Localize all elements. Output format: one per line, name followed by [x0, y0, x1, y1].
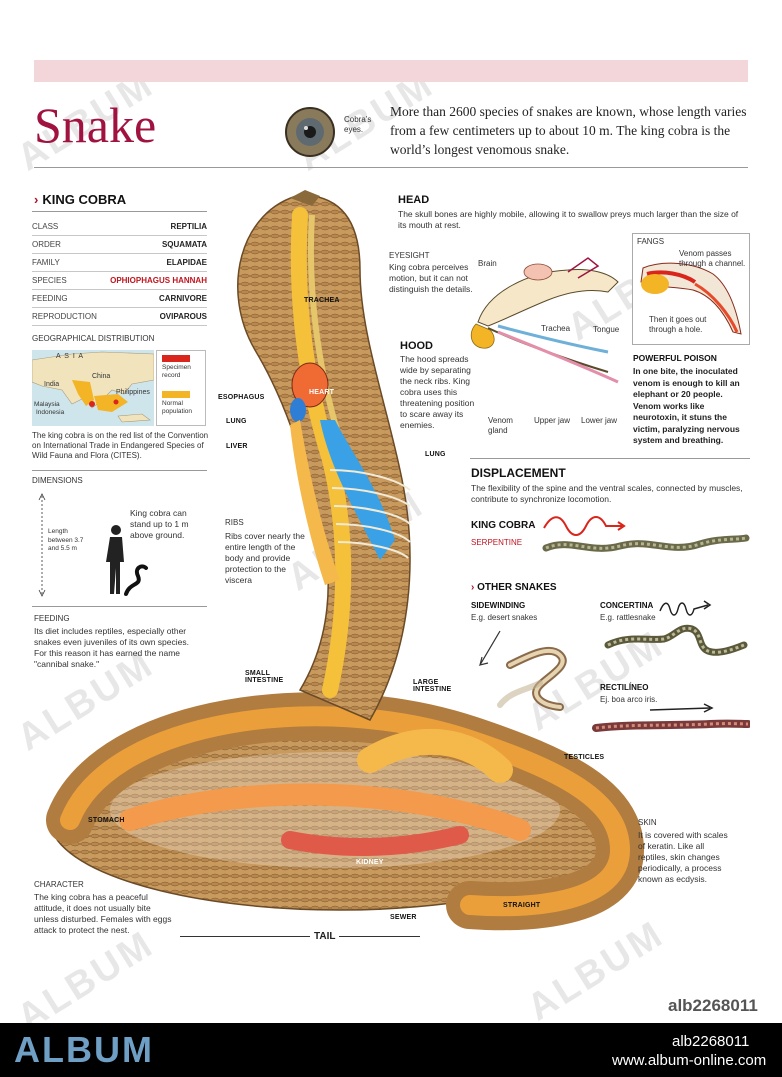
fangs-heading: FANGS [637, 237, 665, 246]
length-label: Length between 3.7 and 5.5 m [48, 528, 84, 552]
legend-specimen: Specimen record [162, 364, 191, 379]
legend-normal: Normal population [162, 400, 192, 415]
king-cobra-heading: ›KING COBRA [34, 192, 127, 207]
divider [470, 458, 750, 459]
legend-swatch-normal [162, 391, 190, 398]
label-heart: HEART [309, 389, 335, 396]
label-esophagus: ESOPHAGUS [218, 394, 265, 401]
intro-text: More than 2600 species of snakes are kno… [390, 104, 747, 157]
distribution-map [32, 350, 154, 426]
cites-note: The king cobra is on the red list of the… [32, 431, 209, 460]
map-label-malaysia: Malaysia [34, 401, 60, 408]
head-heading: HEAD [398, 194, 430, 206]
label-lung-right: LUNG [425, 451, 446, 458]
dimensions-figure [38, 493, 148, 597]
rectilineo-example: Ej. boa arco iris. [600, 695, 658, 704]
skull-diagram [470, 257, 619, 384]
map-legend [156, 350, 206, 426]
poison-text: In one bite, the inoculated venom is eno… [633, 366, 740, 445]
character-text: The king cobra has a peaceful attitude, … [34, 892, 172, 935]
skull-label-tongue: Tongue [593, 325, 620, 334]
eye-caption: Cobra’s eyes. [344, 115, 372, 134]
label-liver: LIVER [226, 443, 248, 450]
displacement-text: The flexibility of the spine and the ven… [471, 483, 743, 504]
fangs-out: Then it goes out through a hole. [649, 315, 707, 334]
map-label-asia: A S I A [56, 353, 85, 360]
footer-image-id: alb2268011 [672, 1033, 750, 1050]
stand-label: King cobra can stand up to 1 m above gro… [130, 508, 189, 540]
hood-heading: HOOD [400, 340, 433, 352]
concertina-example: E.g. rattlesnake [600, 613, 656, 622]
dimensions-heading: DIMENSIONS [32, 476, 83, 485]
skin-heading: SKIN [638, 818, 657, 827]
footer-url[interactable]: www.album-online.com [612, 1052, 767, 1069]
map-label-indonesia: Indonesia [36, 409, 65, 416]
label-lung-left: LUNG [226, 418, 247, 425]
album-logo: ALBUM [14, 1029, 154, 1070]
divider [32, 211, 207, 212]
sidewinding-heading: SIDEWINDING [471, 601, 526, 610]
label-tail: TAIL [310, 931, 340, 942]
skull-label-brain: Brain [478, 259, 497, 268]
map-label-china: China [92, 373, 111, 380]
serpentine-species: KING COBRA [471, 520, 536, 531]
cobra-eye-illustration [285, 107, 335, 157]
other-snakes-heading: › OTHER SNAKES [471, 582, 557, 593]
label-stomach: STOMACH [88, 817, 125, 824]
footer-bar [0, 1023, 782, 1077]
ribs-heading: RIBS [225, 518, 244, 527]
label-large-intestine: LARGE INTESTINE [413, 679, 452, 693]
feeding-heading: FEEDING [34, 614, 70, 623]
poison-heading: POWERFUL POISON [633, 353, 717, 363]
label-sewer: SEWER [390, 914, 417, 921]
label-kidney: KIDNEY [356, 859, 384, 866]
geo-heading: GEOGRAPHICAL DISTRIBUTION [32, 334, 155, 343]
label-straight: STRAIGHT [503, 902, 541, 909]
tail-line [180, 936, 420, 937]
skull-label-venom-gland: Venom gland [488, 416, 513, 435]
fangs-passes: Venom passes through a channel. [679, 249, 746, 268]
displacement-heading: DISPLACEMENT [471, 466, 566, 480]
page-title: Snake [34, 97, 157, 153]
legend-swatch-specimen [162, 355, 190, 362]
skin-text: It is covered with scales of keratin. Li… [638, 830, 728, 884]
serpentine-label: SERPENTINE [471, 538, 523, 547]
fangs-box [632, 233, 750, 345]
eyesight-text: King cobra perceives motion, but it can … [389, 262, 473, 294]
concertina-illustration [604, 600, 748, 656]
skull-label-trachea: Trachea [541, 324, 571, 333]
map-label-philippines: Philippines [116, 389, 150, 396]
character-heading: CHARACTER [34, 880, 84, 889]
divider [34, 167, 748, 168]
ribs-text: Ribs cover nearly the entire length of t… [225, 531, 305, 585]
divider [32, 470, 207, 471]
concertina-heading: CONCERTINA [600, 601, 654, 610]
label-trachea: TRACHEA [304, 297, 340, 304]
head-text: The skull bones are highly mobile, allow… [398, 209, 739, 230]
label-small-intestine: SMALL INTESTINE [245, 670, 284, 684]
divider [32, 606, 207, 607]
rectilineo-illustration [592, 703, 750, 732]
header-band [34, 60, 748, 82]
serpentine-illustration [542, 516, 750, 552]
label-testicles: TESTICLES [564, 754, 605, 761]
map-label-india: India [44, 381, 60, 388]
eyesight-heading: EYESIGHT [389, 251, 430, 260]
sidewinding-example: E.g. desert snakes [471, 613, 538, 622]
hood-text: The hood spreads wide by separating the … [400, 354, 475, 430]
sidewinding-illustration [478, 630, 567, 711]
image-id-mark: alb2268011 [668, 996, 758, 1015]
feeding-text: Its diet includes reptiles, especially o… [34, 626, 189, 669]
skull-label-lower-jaw: Lower jaw [581, 416, 618, 425]
king-cobra-anatomy-illustration [46, 190, 645, 931]
rectilineo-heading: RECTILÍNEO [600, 683, 649, 692]
skull-label-upper-jaw: Upper jaw [534, 416, 571, 425]
